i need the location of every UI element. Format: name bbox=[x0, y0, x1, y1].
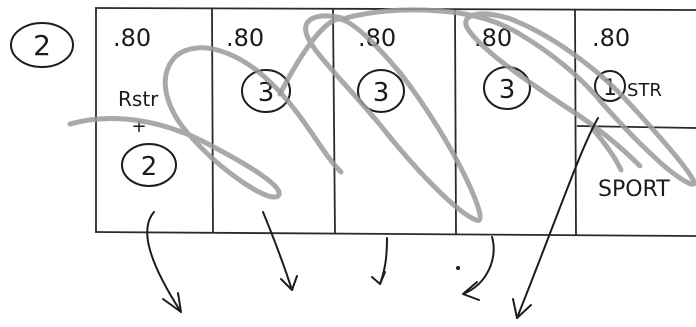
pencil-scribble-2 bbox=[277, 13, 483, 223]
pencil-scribble-3 bbox=[343, 7, 696, 187]
arrow-1 bbox=[146, 211, 182, 313]
cell-5-circle bbox=[594, 70, 626, 102]
cell-1: .80 Rstr + 2 bbox=[113, 24, 177, 187]
arrow-2 bbox=[262, 211, 298, 291]
pencil-scribble-4 bbox=[590, 126, 624, 173]
arrow-2-shaft bbox=[262, 211, 293, 291]
cell-4: .80 3 bbox=[474, 24, 531, 110]
cell-1-note-line-1: Rstr bbox=[118, 87, 159, 111]
grid-bottom-border bbox=[94, 231, 696, 237]
cell-5-extra-label: SPORT bbox=[598, 177, 670, 202]
grid-divider-3 bbox=[454, 8, 457, 235]
arrow-1-head bbox=[162, 292, 182, 313]
cell-5-value: .80 bbox=[592, 24, 630, 52]
cell-3-circled-number: 3 bbox=[373, 78, 390, 108]
grid-divider-1 bbox=[211, 7, 214, 234]
arrow-4 bbox=[456, 236, 495, 301]
arrow-4-head bbox=[462, 281, 480, 301]
arrow-1-shaft bbox=[146, 211, 182, 313]
arrow-3-head bbox=[371, 271, 386, 285]
arrows bbox=[146, 117, 599, 319]
grid-divider-2 bbox=[332, 8, 336, 235]
cell-5-circled-suffix: STR bbox=[627, 80, 662, 101]
cell-3-circle bbox=[357, 69, 405, 113]
cell-1-circled-number: 2 bbox=[141, 152, 158, 182]
arrow-5 bbox=[512, 117, 599, 319]
cell-2-value: .80 bbox=[226, 24, 264, 52]
arrow-5-shaft bbox=[516, 117, 599, 319]
arrow-4-shaft bbox=[462, 236, 495, 295]
arrow-5-head bbox=[512, 298, 532, 319]
pencil-scribbles bbox=[67, 7, 696, 223]
arrow-3 bbox=[371, 237, 388, 285]
row-label-text: 2 bbox=[33, 29, 51, 62]
cell-4-circled-number: 3 bbox=[499, 75, 516, 105]
cell-3: .80 3 bbox=[357, 24, 405, 113]
cell-2: .80 3 bbox=[226, 24, 291, 113]
row-label: 2 bbox=[10, 22, 74, 68]
arrow-4-dot bbox=[456, 266, 460, 270]
grid-divider-4 bbox=[574, 9, 577, 236]
pencil-scribble-1 bbox=[67, 45, 344, 200]
cell-1-value: .80 bbox=[113, 24, 151, 52]
cell-2-circle bbox=[241, 69, 291, 113]
row-label-circle bbox=[10, 22, 74, 68]
cell-5: .80 1 STR SPORT bbox=[592, 24, 670, 202]
arrow-2-head bbox=[280, 275, 298, 291]
cell-1-circle bbox=[121, 143, 177, 187]
